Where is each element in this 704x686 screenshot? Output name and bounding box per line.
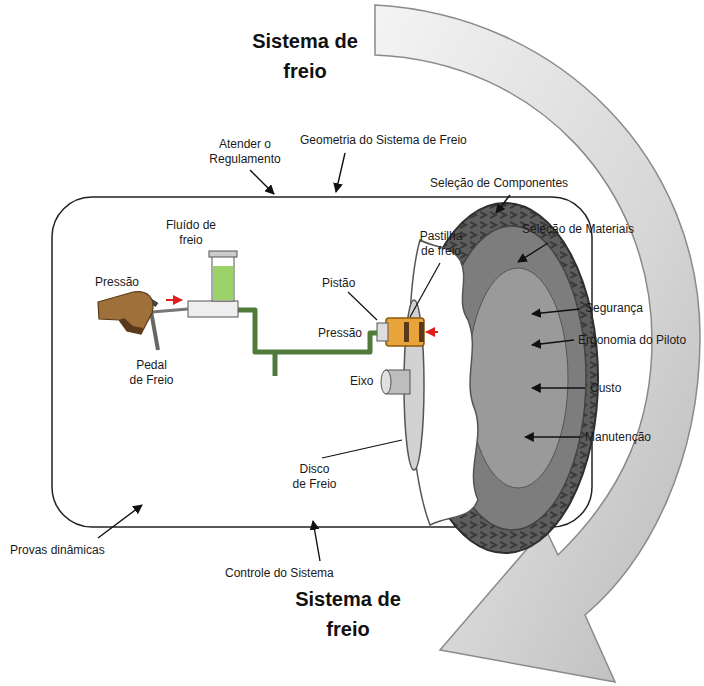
aspect-label: Custo xyxy=(590,381,690,396)
aspect-label: Atender o Regulamento xyxy=(203,137,287,167)
part-label: Pressão xyxy=(318,326,368,341)
aspect-label: Manutenção xyxy=(585,430,695,445)
part-label: Pistão xyxy=(322,276,372,291)
aspect-label: Segurança xyxy=(585,301,695,316)
part-label: Pressão xyxy=(95,275,155,290)
aspect-label: Controle do Sistema xyxy=(225,566,375,581)
cycle-arrow xyxy=(375,5,700,682)
aspect-label: Provas dinâmicas xyxy=(10,543,150,558)
master-cylinder xyxy=(188,251,238,317)
part-label: Disco de Freio xyxy=(292,462,337,492)
aspect-label: Seleção de Componentes xyxy=(430,176,610,191)
caliper xyxy=(377,318,438,346)
aspect-arrows xyxy=(98,153,585,561)
heading-label: Sistema de freio xyxy=(240,26,370,86)
aspect-label: Seleção de Materiais xyxy=(522,222,672,237)
part-label: Eixo xyxy=(350,374,384,389)
tire xyxy=(409,203,598,553)
part-label: Pastilha de freio xyxy=(412,229,470,259)
aspect-label: Ergonomia do Piloto xyxy=(578,333,700,348)
part-label: Fluído de freio xyxy=(160,218,222,248)
heading-label: Sistema de freio xyxy=(283,584,413,644)
axle xyxy=(381,370,410,394)
leader-lines xyxy=(322,263,440,458)
aspect-label: Geometria do Sistema de Freio xyxy=(300,133,500,148)
part-label: Pedal de Freio xyxy=(128,358,175,388)
brake-line-branch xyxy=(273,352,278,376)
brake-line xyxy=(238,310,377,352)
driver-foot xyxy=(98,292,153,334)
